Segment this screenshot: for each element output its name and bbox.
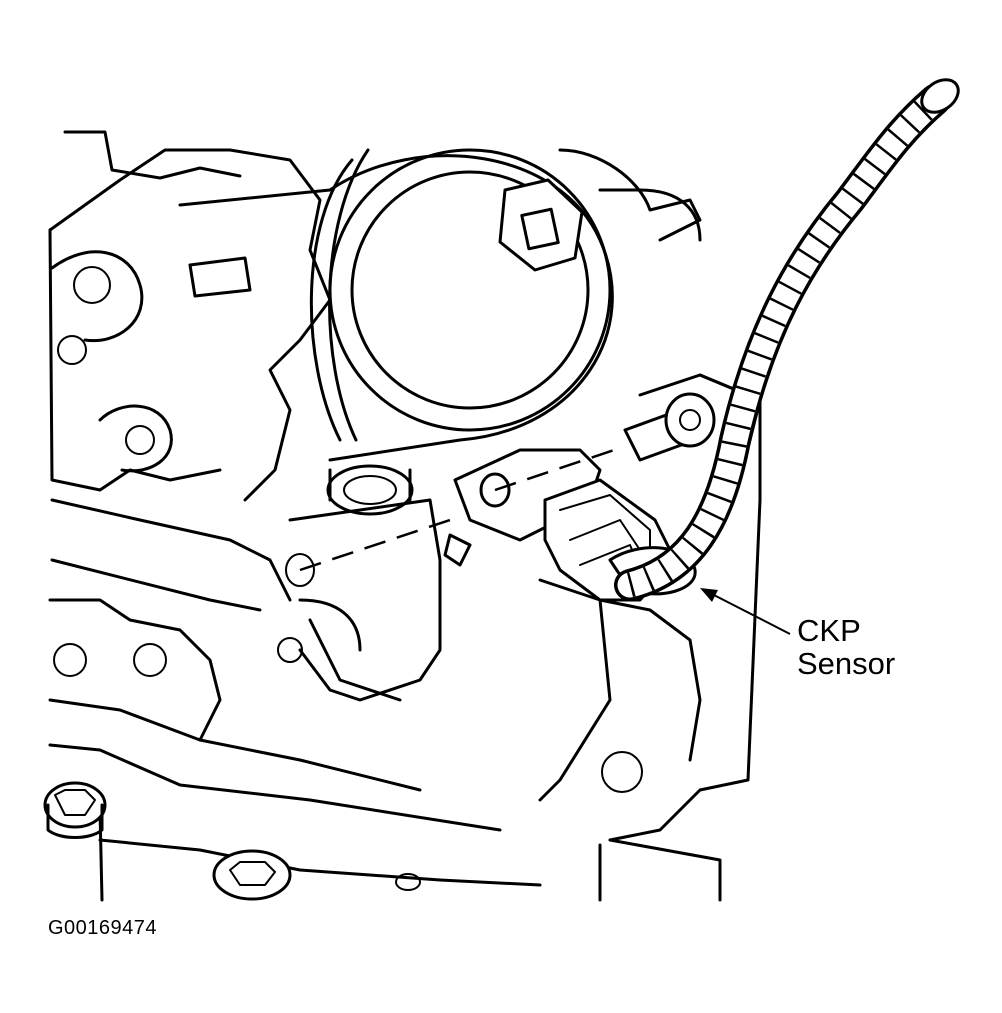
pulley-housing [178,148,702,462]
ckp-sensor-label: CKP Sensor [797,614,895,680]
alignment-lines [299,446,621,572]
corner-bolt-bottom [212,849,421,901]
callout-leader [700,588,791,635]
mounting-bolt [623,392,716,462]
figure-id: G00169474 [48,917,158,939]
ckp-sensor-label-line1: CKP [797,613,861,648]
corner-bolt-left [43,781,107,839]
wiring-harness [614,78,960,601]
ckp-sensor-label-line2: Sensor [797,646,896,681]
engine-block [48,130,542,902]
sensor-mount [285,464,472,702]
